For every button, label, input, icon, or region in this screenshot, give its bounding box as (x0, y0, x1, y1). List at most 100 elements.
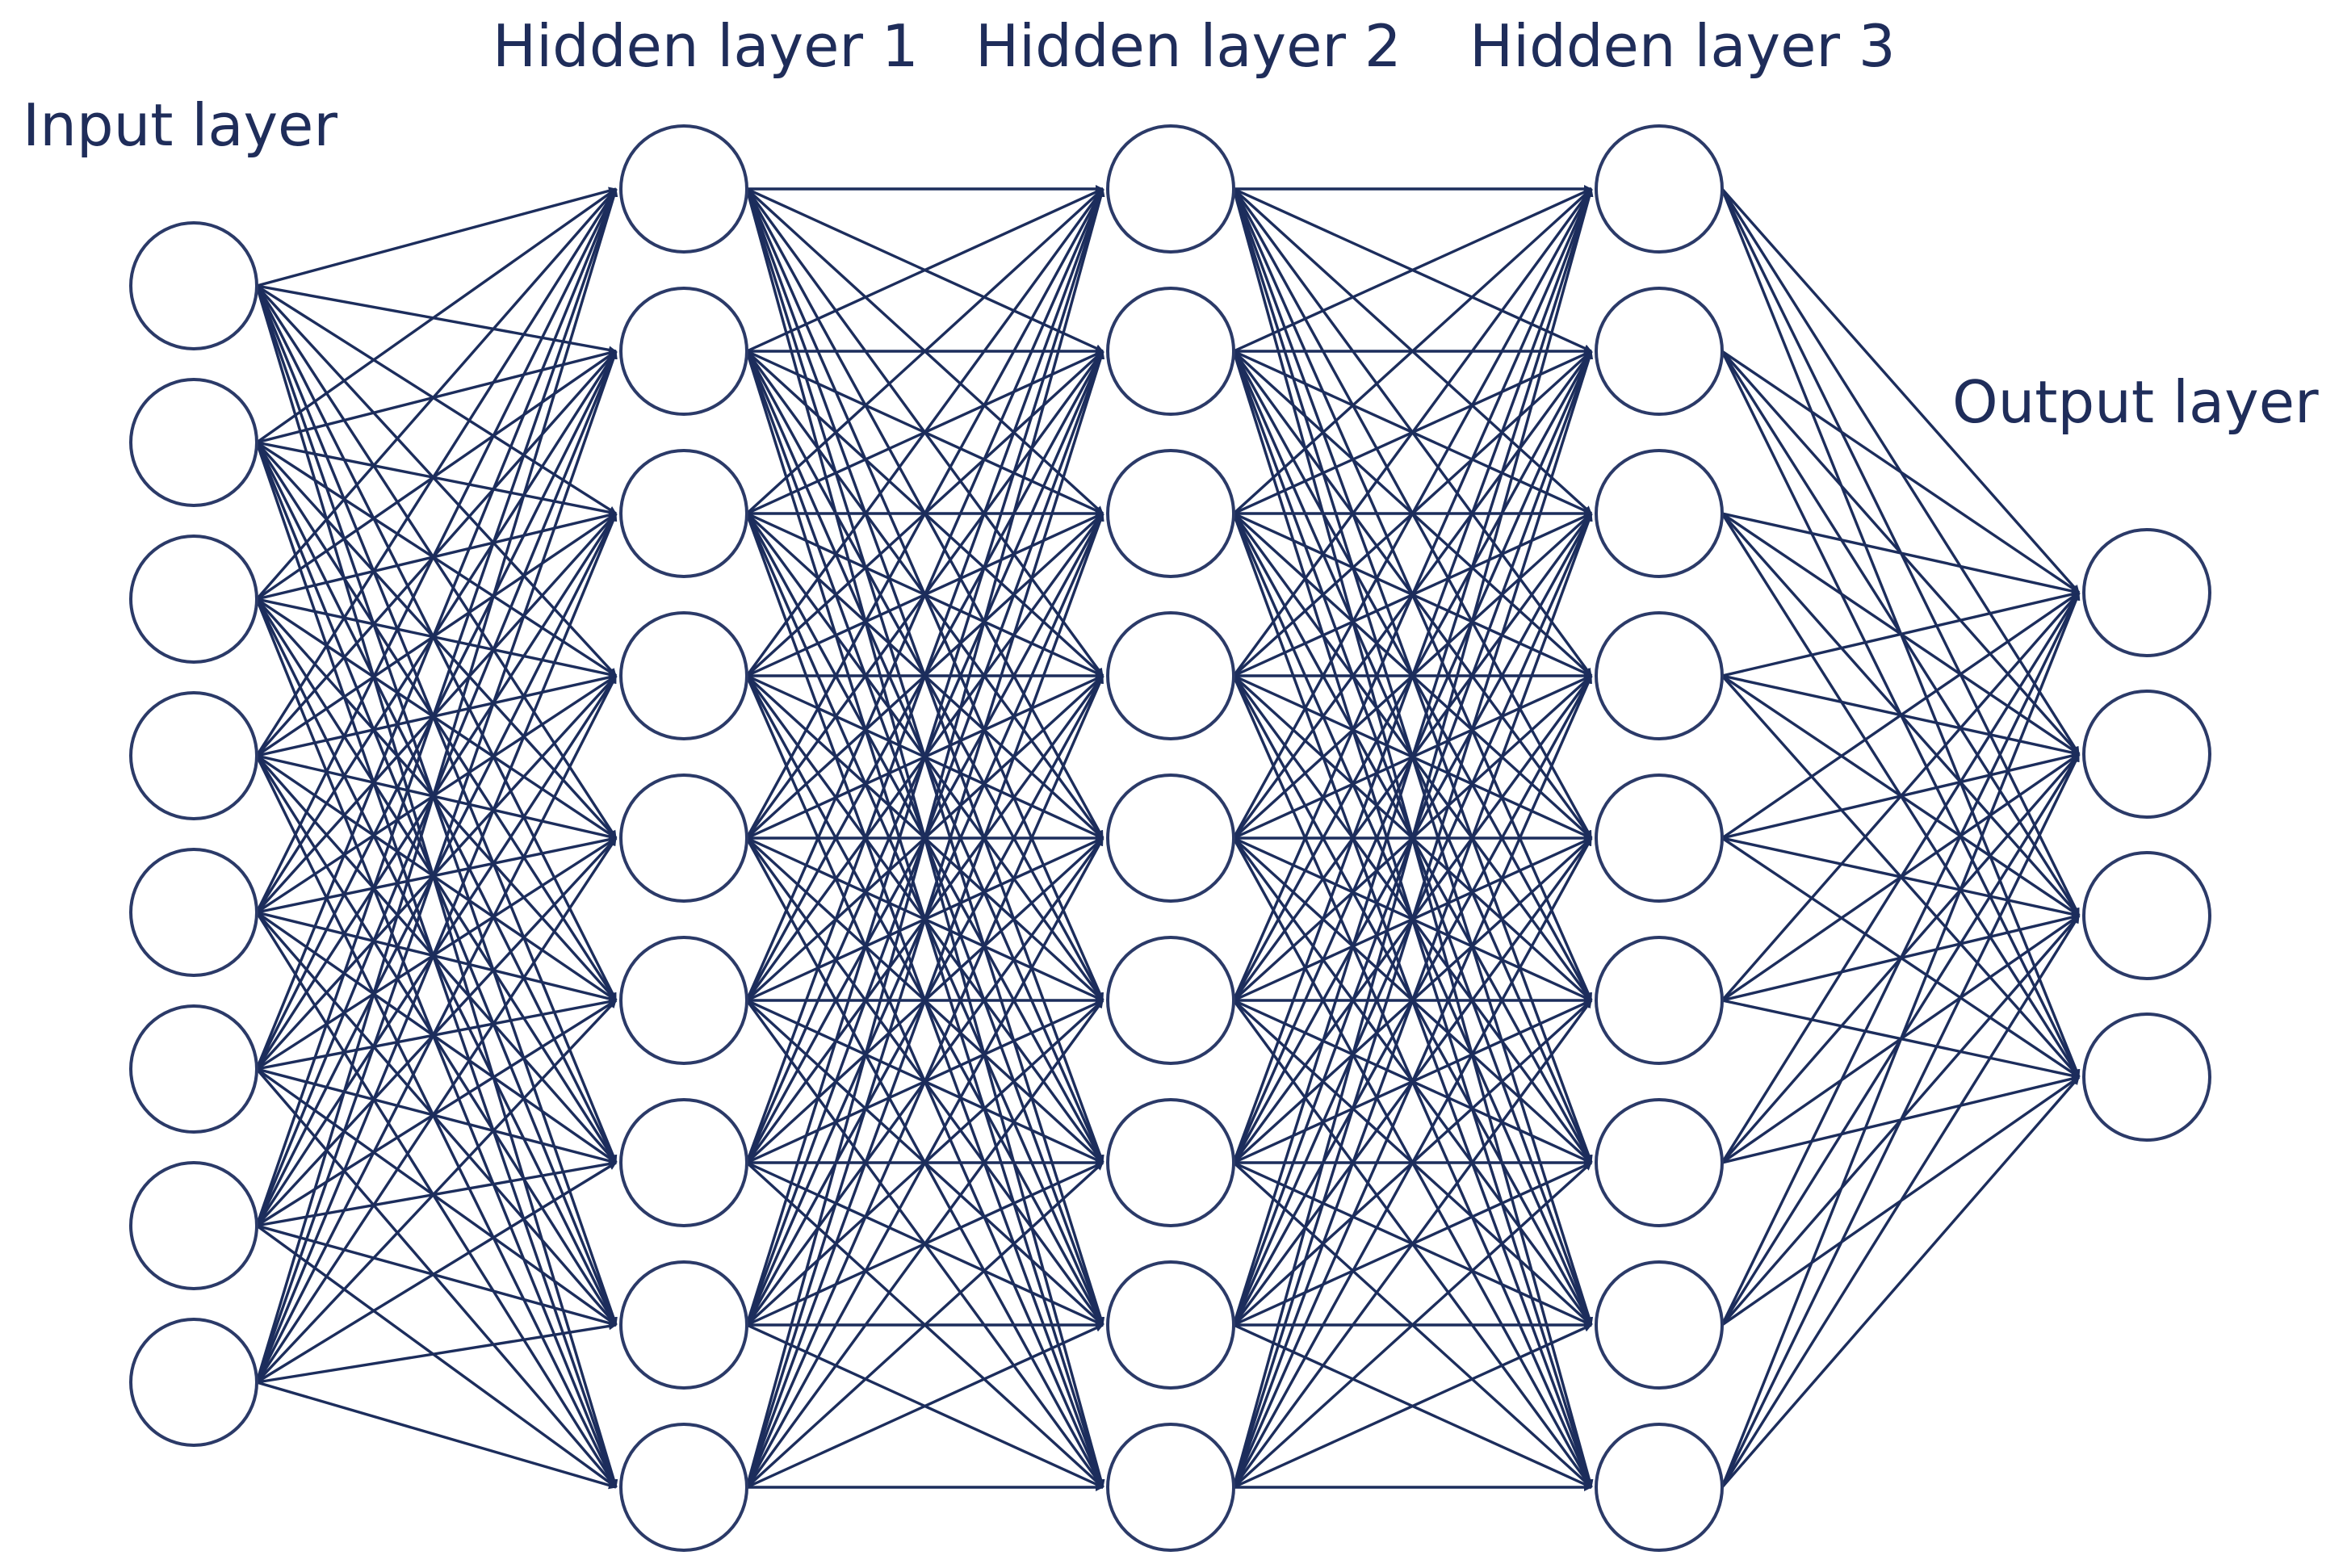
connection-hidden-2-8-to-hidden-3-1 (1232, 188, 1594, 1326)
neuron-hidden-2-5 (1106, 774, 1235, 903)
connection-input-6-to-hidden-1-5 (256, 836, 617, 1071)
neuron-hidden-3-6 (1595, 936, 1724, 1065)
connection-input-1-to-hidden-1-5 (255, 285, 618, 839)
connection-hidden-1-8-to-hidden-2-1 (745, 188, 1105, 1326)
connection-input-8-to-hidden-1-6 (255, 999, 618, 1384)
connection-hidden-1-6-to-hidden-2-1 (745, 188, 1104, 1001)
neuron-output-1 (2082, 528, 2211, 657)
hidden-layer-1-label: Hidden layer 1 (492, 12, 919, 80)
input-layer-label: Input layer (23, 91, 337, 159)
neuron-hidden-1-2 (619, 287, 748, 416)
connection-input-5-to-hidden-1-1 (255, 188, 618, 913)
connection-input-4-to-hidden-1-4 (256, 673, 617, 757)
connection-hidden-1-9-to-hidden-2-6 (745, 999, 1104, 1489)
neuron-input-7 (129, 1161, 258, 1290)
connection-hidden-3-7-to-output-1 (1721, 592, 2081, 1163)
neuron-hidden-3-2 (1595, 287, 1724, 416)
connection-input-3-to-hidden-1-8 (255, 598, 618, 1326)
neuron-output-3 (2082, 851, 2211, 980)
connection-hidden-2-9-to-hidden-3-1 (1232, 188, 1594, 1488)
connection-input-5-to-hidden-1-8 (255, 911, 618, 1327)
connection-input-2-to-hidden-1-2 (256, 349, 617, 444)
connection-input-8-to-hidden-1-9 (256, 1381, 617, 1490)
neuron-hidden-1-7 (619, 1098, 748, 1227)
connection-hidden-2-9-to-hidden-3-5 (1232, 837, 1593, 1488)
neuron-hidden-3-8 (1595, 1260, 1724, 1390)
connection-hidden-1-9-to-hidden-2-3 (745, 513, 1104, 1488)
connection-hidden-1-3-to-hidden-2-1 (745, 187, 1104, 515)
neuron-input-5 (129, 848, 258, 977)
connection-hidden-1-7-to-hidden-2-1 (745, 188, 1104, 1163)
connection-input-2-to-hidden-1-3 (256, 441, 617, 517)
connection-input-1-to-hidden-1-2 (256, 284, 617, 354)
connection-input-1-to-hidden-1-1 (256, 187, 617, 287)
neuron-hidden-3-7 (1595, 1098, 1724, 1227)
connection-hidden-3-3-to-output-1 (1721, 512, 2080, 595)
neuron-hidden-2-7 (1106, 1098, 1235, 1227)
connection-hidden-2-9-to-hidden-3-8 (1233, 1323, 1592, 1489)
output-layer-label: Output layer (1952, 368, 2319, 436)
connection-input-6-to-hidden-1-1 (255, 188, 618, 1070)
neuron-hidden-2-3 (1106, 449, 1235, 578)
connection-input-1-to-hidden-1-7 (255, 285, 618, 1163)
neuron-hidden-2-4 (1106, 611, 1235, 740)
neuron-hidden-2-9 (1106, 1423, 1235, 1552)
neuron-hidden-2-2 (1106, 287, 1235, 416)
neuron-hidden-1-6 (619, 936, 748, 1065)
connection-hidden-3-8-to-output-1 (1721, 592, 2081, 1326)
neuron-hidden-1-5 (619, 774, 748, 903)
connection-hidden-3-9-to-output-2 (1721, 753, 2081, 1488)
connection-hidden-2-5-to-hidden-3-1 (1232, 188, 1593, 839)
neuron-hidden-3-3 (1595, 449, 1724, 578)
connection-input-4-to-hidden-1-6 (256, 754, 617, 1002)
connection-hidden-1-9-to-hidden-2-8 (746, 1323, 1104, 1489)
connection-input-1-to-hidden-1-3 (256, 284, 617, 515)
connection-input-8-to-hidden-1-1 (255, 188, 618, 1383)
connection-input-4-to-hidden-1-9 (255, 755, 618, 1488)
connection-input-4-to-hidden-1-7 (255, 754, 618, 1164)
connection-input-3-to-hidden-1-6 (255, 597, 618, 1002)
connection-hidden-3-6-to-output-1 (1721, 591, 2081, 1002)
connection-input-8-to-hidden-1-7 (256, 1161, 617, 1384)
neurons-group (129, 124, 2211, 1552)
connection-input-8-to-hidden-1-4 (255, 675, 618, 1383)
neuron-hidden-2-8 (1106, 1260, 1235, 1390)
connection-hidden-3-5-to-output-1 (1721, 591, 2080, 840)
neuron-hidden-1-8 (619, 1260, 748, 1390)
connection-input-5-to-hidden-1-4 (256, 674, 617, 914)
connection-input-2-to-hidden-1-6 (255, 442, 618, 1001)
connection-input-2-to-hidden-1-1 (256, 187, 617, 444)
connection-input-5-to-hidden-1-5 (256, 835, 617, 914)
connections-group (255, 185, 2081, 1491)
connection-input-3-to-hidden-1-9 (255, 598, 618, 1488)
connection-input-2-to-hidden-1-8 (255, 442, 618, 1326)
connection-input-2-to-hidden-1-5 (255, 441, 618, 840)
neuron-hidden-3-9 (1595, 1423, 1724, 1552)
neuron-input-4 (129, 691, 258, 820)
connection-input-8-to-hidden-1-3 (255, 513, 618, 1383)
neuron-hidden-3-1 (1595, 124, 1724, 254)
connection-hidden-2-3-to-hidden-3-1 (1232, 187, 1593, 515)
connection-input-5-to-hidden-1-6 (256, 911, 617, 1003)
neuron-output-2 (2082, 690, 2211, 819)
neuron-hidden-1-3 (619, 449, 748, 578)
connection-input-3-to-hidden-1-3 (256, 511, 617, 601)
connection-input-6-to-hidden-1-8 (256, 1067, 617, 1327)
connection-hidden-2-7-to-hidden-3-1 (1232, 188, 1593, 1163)
hidden-layer-2-label: Hidden layer 2 (975, 12, 1402, 80)
connection-hidden-2-9-to-hidden-3-2 (1232, 350, 1594, 1488)
connection-input-3-to-hidden-1-7 (255, 598, 618, 1163)
neuron-hidden-3-5 (1595, 774, 1724, 903)
connection-hidden-2-6-to-hidden-3-1 (1232, 188, 1593, 1001)
connection-hidden-3-9-to-output-1 (1721, 592, 2081, 1488)
hidden-layer-3-label: Hidden layer 3 (1469, 12, 1896, 80)
connection-hidden-1-9-to-hidden-2-4 (745, 675, 1104, 1488)
connection-hidden-2-9-to-hidden-3-4 (1232, 675, 1593, 1488)
connection-input-1-to-hidden-1-4 (255, 284, 618, 677)
connection-input-7-to-hidden-1-1 (255, 188, 618, 1226)
connection-input-3-to-hidden-1-4 (256, 597, 617, 679)
neuron-input-3 (129, 535, 258, 664)
neuron-hidden-3-4 (1595, 611, 1724, 740)
connection-input-5-to-hidden-1-7 (256, 911, 617, 1164)
neuron-hidden-1-1 (619, 124, 748, 254)
